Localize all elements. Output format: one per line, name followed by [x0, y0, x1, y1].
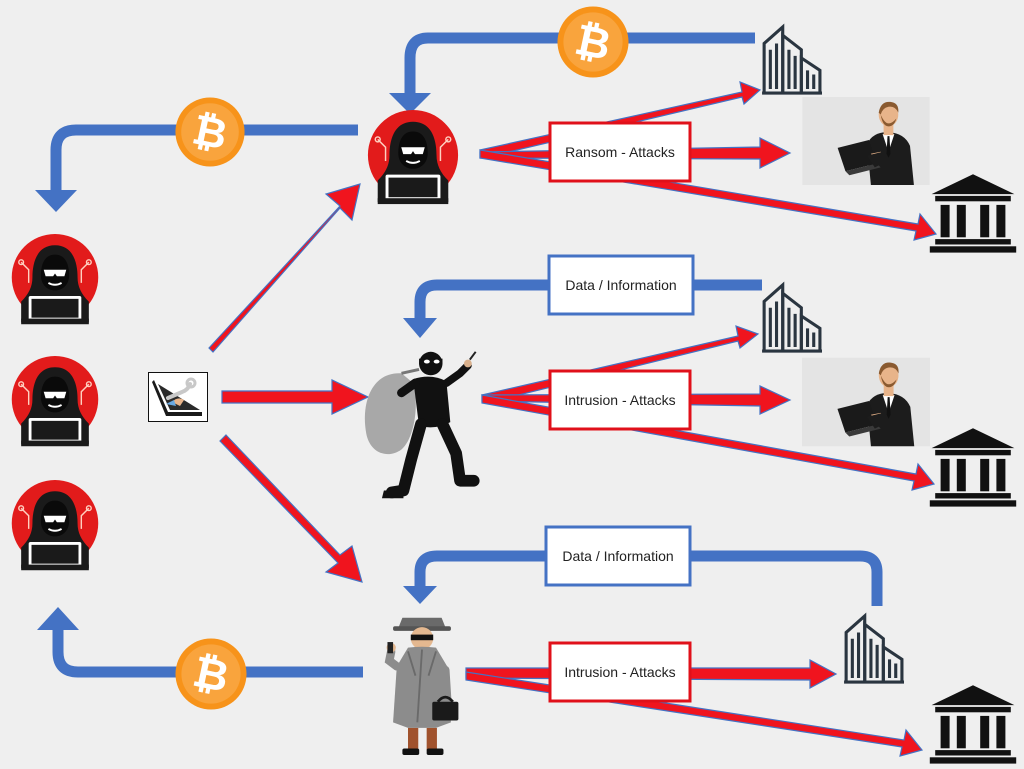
bitcoin-icon: [557, 6, 629, 78]
blue-arrow-data-thief: [414, 279, 762, 320]
spy-icon: [387, 618, 459, 755]
laptop-tool-icon: [148, 372, 208, 422]
red-arrow-laptop-to-spy: [219, 434, 363, 583]
label-box-intrusion-2: Intrusion - Attacks: [548, 641, 692, 703]
data-information-label-1: Data / Information: [565, 277, 676, 293]
data-information-label-2: Data / Information: [562, 548, 673, 564]
bitcoin-icon: [175, 638, 247, 710]
office-building-icon: [842, 614, 904, 684]
bank-icon: [929, 174, 1017, 253]
ransom-attacks-label: Ransom - Attacks: [565, 144, 675, 160]
office-building-icon: [760, 283, 822, 353]
intrusion-attacks-label-1: Intrusion - Attacks: [564, 392, 675, 408]
intrusion-attacks-label-2: Intrusion - Attacks: [564, 664, 675, 680]
blue-arrow-payout-left-top: [50, 124, 358, 192]
blue-arrow-payout-top-building: [404, 32, 755, 94]
blue-flow-arrows: [50, 32, 883, 678]
hooded-hacker-icon: [10, 356, 100, 448]
hooded-hacker-icon: [10, 234, 100, 326]
red-arrow-intrusion2-to-bank: [465, 671, 924, 757]
bank-icon: [929, 428, 1017, 507]
businessman-laptop-icon: [802, 97, 930, 185]
red-arrow-laptop-to-thief: [221, 379, 370, 415]
label-box-intrusion-1: Intrusion - Attacks: [548, 369, 692, 431]
bitcoin-icon: [175, 97, 245, 167]
label-box-data-2: Data / Information: [544, 525, 692, 587]
businessman-laptop-icon: [802, 357, 930, 447]
label-box-ransom: Ransom - Attacks: [548, 121, 692, 183]
hooded-hacker-icon: [10, 480, 100, 572]
label-box-data-1: Data / Information: [547, 254, 695, 316]
office-building-icon: [760, 25, 822, 95]
blue-arrow-payout-bottom: [52, 628, 363, 678]
blue-arrowheads: [35, 93, 437, 630]
bank-icon: [929, 685, 1017, 764]
red-arrow-laptop-to-hacker: [208, 183, 361, 353]
thief-icon: [365, 352, 478, 498]
hooded-hacker-icon: [366, 110, 460, 206]
